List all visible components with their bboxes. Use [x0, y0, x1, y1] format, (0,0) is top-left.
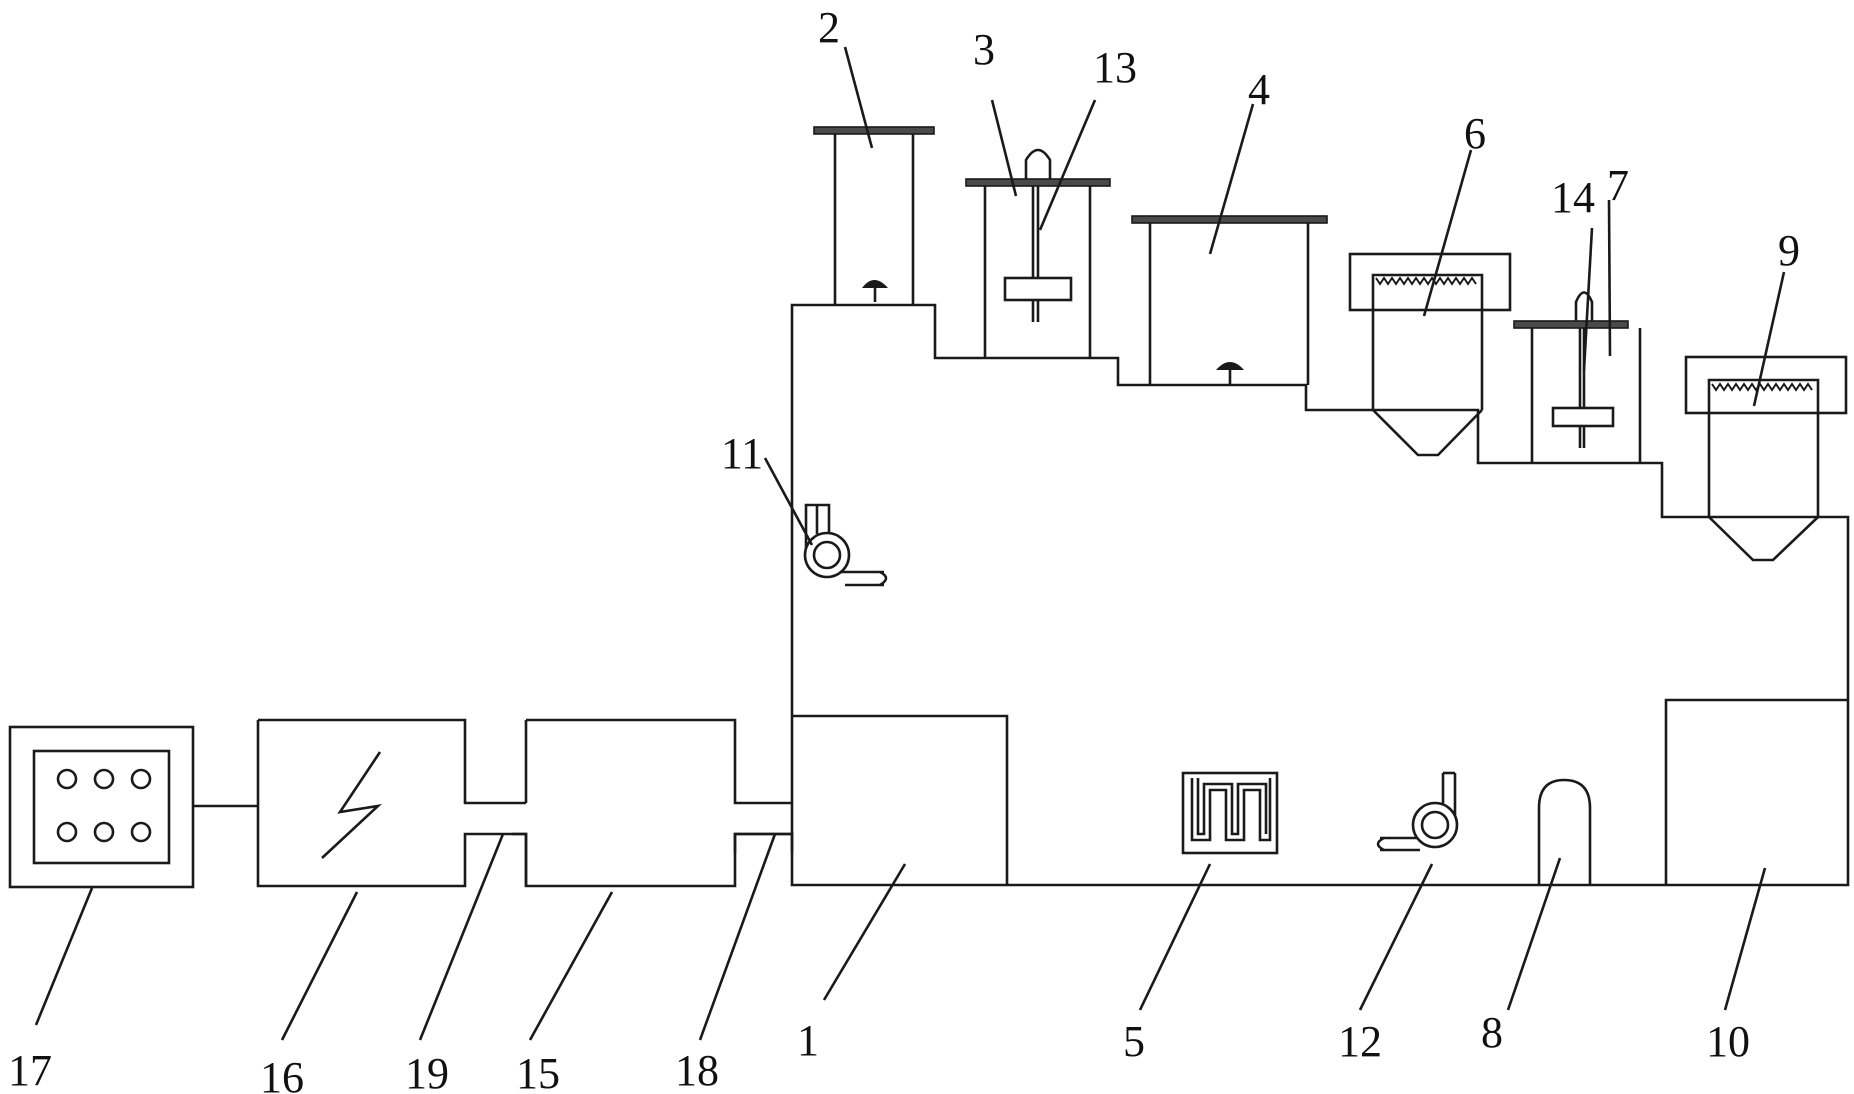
component-15-box — [512, 718, 792, 888]
component-17-controller — [8, 725, 258, 889]
label-4: 4 — [1248, 65, 1270, 114]
component-7-tank — [1513, 291, 1642, 463]
component-3-tank — [965, 148, 1111, 358]
component-9-hopper — [1684, 355, 1848, 562]
stirrer-icon — [1551, 291, 1615, 448]
label-13: 13 — [1093, 43, 1137, 92]
component-16-box — [256, 718, 528, 888]
label-11: 11 — [721, 429, 763, 478]
label-5: 5 — [1123, 1017, 1145, 1066]
component-10-box — [1664, 698, 1848, 885]
filter-mesh-icon — [1711, 382, 1813, 392]
label-2: 2 — [818, 3, 840, 52]
nozzle-icon — [1216, 362, 1244, 384]
label-16: 16 — [260, 1053, 304, 1094]
component-8-arch — [1537, 778, 1592, 885]
connector-18 — [733, 832, 794, 853]
nozzle-icon — [862, 280, 888, 302]
button-grid-icon — [56, 768, 152, 843]
component-1-box — [792, 714, 1009, 885]
label-1: 1 — [797, 1016, 819, 1065]
label-7: 7 — [1607, 161, 1629, 210]
component-2-tank — [813, 126, 935, 305]
main-body-outline — [790, 303, 1850, 887]
component-4-tank — [1131, 215, 1328, 385]
label-12: 12 — [1338, 1017, 1382, 1066]
blower-fan-icon — [1376, 771, 1459, 852]
label-9: 9 — [1778, 226, 1800, 275]
blower-fan-icon — [803, 503, 888, 587]
label-6: 6 — [1464, 109, 1486, 158]
leader-lines — [34, 46, 1786, 1041]
label-10: 10 — [1706, 1017, 1750, 1066]
filter-mesh-icon — [1375, 276, 1477, 286]
label-15: 15 — [516, 1049, 560, 1094]
lightning-icon — [321, 751, 383, 859]
label-18: 18 — [675, 1046, 719, 1094]
label-17: 17 — [8, 1046, 52, 1094]
label-14: 14 — [1551, 173, 1595, 222]
label-19: 19 — [405, 1049, 449, 1094]
reference-labels: 2 3 13 4 6 14 7 9 11 1 5 12 8 10 18 15 1… — [8, 3, 1800, 1094]
stirrer-icon — [1003, 148, 1073, 322]
label-8: 8 — [1481, 1008, 1503, 1057]
label-3: 3 — [973, 25, 995, 74]
component-6-hopper — [1348, 252, 1512, 457]
heating-coil-icon — [1181, 771, 1279, 855]
